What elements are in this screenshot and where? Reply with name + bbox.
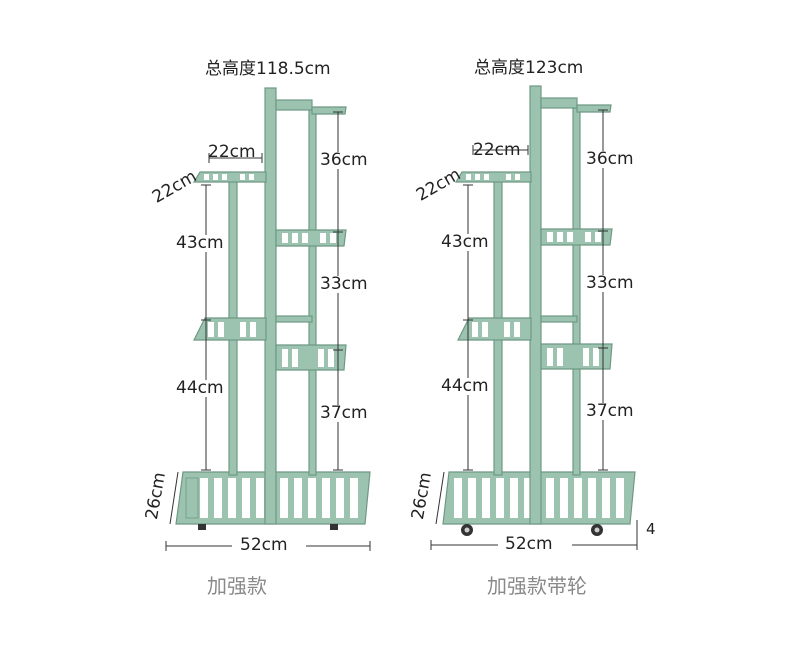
right-top-width-label: 22cm: [473, 140, 521, 160]
right-gap-2-label: 44cm: [441, 376, 489, 396]
left-base-slats: [185, 477, 358, 519]
right-right-gap-2-label: 33cm: [586, 273, 634, 293]
right-right-gap-3-label: 37cm: [586, 401, 634, 421]
right-wheels: [461, 524, 603, 536]
right-base-slats: [454, 478, 624, 518]
left-foot-1: [198, 524, 206, 530]
right-gap-1-label: 43cm: [441, 232, 489, 252]
left-shelf-top-left: [192, 171, 267, 183]
right-shelf-top-left: [454, 171, 532, 183]
left-caption: 加强款: [207, 574, 267, 598]
left-base-width-label: 52cm: [240, 535, 288, 555]
left-total-height: 总高度118.5cm: [205, 59, 331, 79]
left-top-width-label: 22cm: [208, 142, 256, 162]
left-gap-1-label: 43cm: [176, 233, 224, 253]
right-wheel-height-label: 4: [646, 520, 656, 538]
right-shelf-top-right: [576, 104, 612, 113]
right-post-3: [572, 107, 581, 476]
left-gap-2-label: 44cm: [176, 378, 224, 398]
left-foot-2: [330, 524, 338, 530]
right-stand: [430, 85, 638, 550]
left-post-main: [264, 87, 277, 525]
left-stand: [165, 87, 371, 551]
left-top-bar: [275, 99, 313, 111]
right-right-gap-1-label: 36cm: [586, 149, 634, 169]
right-shelf-mid-left: [457, 317, 532, 341]
right-cross-bar: [540, 315, 578, 323]
left-right-gap-3-label: 37cm: [320, 403, 368, 423]
left-post-3: [308, 109, 317, 476]
right-total-height: 总高度123cm: [474, 58, 584, 78]
left-cross-bar: [275, 315, 313, 323]
right-post-main: [529, 85, 542, 525]
right-top-bar: [540, 97, 578, 109]
right-base-width-label: 52cm: [505, 534, 553, 554]
left-right-gap-2-label: 33cm: [320, 274, 368, 294]
right-caption: 加强款带轮: [487, 574, 587, 598]
left-shelf-top-right: [311, 106, 347, 115]
left-right-gap-1-label: 36cm: [320, 150, 368, 170]
